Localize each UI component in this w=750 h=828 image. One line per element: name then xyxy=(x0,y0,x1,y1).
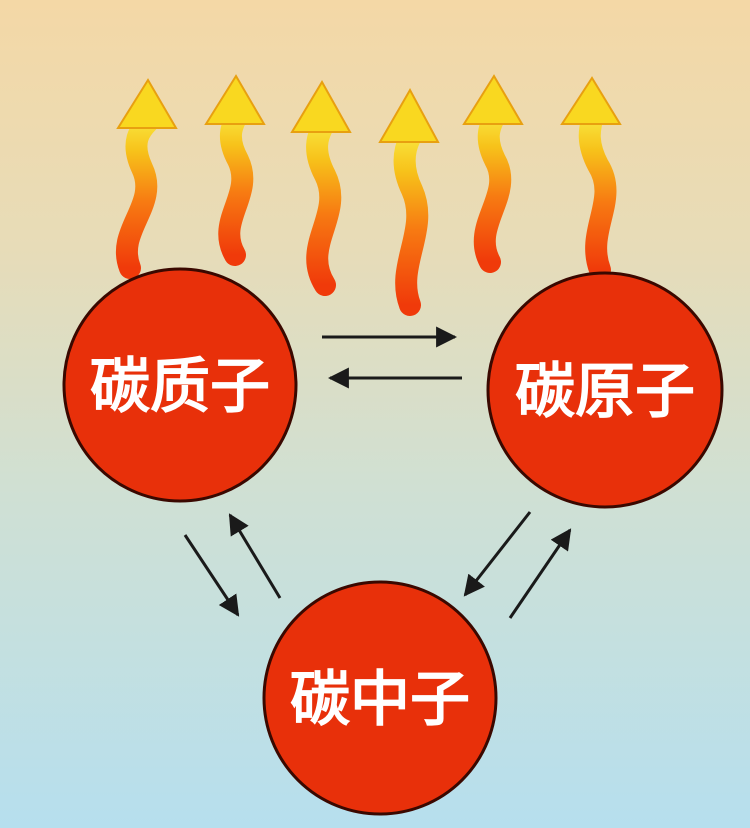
node-carbon-neutron: 碳中子 xyxy=(262,580,498,816)
arrow-neutron-to-atom xyxy=(508,528,572,619)
node-label-proton: 碳质子 xyxy=(90,352,270,422)
heat-flames xyxy=(115,74,622,316)
arrow-neutron-to-proton xyxy=(228,513,282,599)
node-carbon-proton: 碳质子 xyxy=(62,267,298,503)
node-carbon-atom: 碳原子 xyxy=(486,271,724,509)
arrow-atom-to-neutron xyxy=(463,511,532,597)
reaction-arrows xyxy=(183,326,572,619)
flame-arrow-icon xyxy=(378,87,440,316)
flame-arrow-icon xyxy=(560,76,622,281)
node-label-neutron: 碳中子 xyxy=(290,665,470,735)
arrow-proton-to-neutron xyxy=(183,534,240,617)
node-label-atom: 碳原子 xyxy=(515,357,695,427)
flame-arrow-icon xyxy=(462,74,524,273)
flame-arrow-icon xyxy=(204,74,266,266)
flame-arrow-icon xyxy=(115,78,178,279)
flame-arrow-icon xyxy=(290,80,352,296)
